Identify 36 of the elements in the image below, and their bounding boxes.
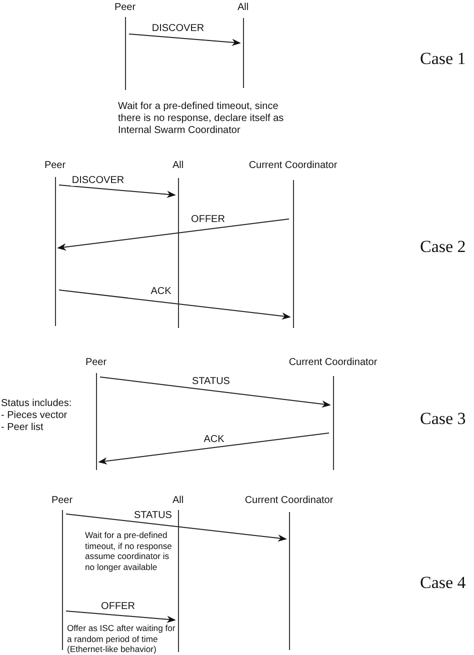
case-label: Case 1 <box>420 53 466 65</box>
edge-label: ACK <box>202 434 226 445</box>
message-arrow <box>128 34 241 46</box>
edge-label: OFFER <box>190 214 226 225</box>
edge-label: DISCOVER <box>70 175 126 186</box>
lifeline-label: Peer <box>114 2 136 14</box>
note-text: Wait for a pre-defined timeout, since there is no response, declare itself as Internal Swarm Coordinator <box>118 101 285 137</box>
case-label: Case 3 <box>420 413 466 425</box>
note-text: Offer as ISC after waiting for a random period of time (Ethernet-like behavior) <box>67 623 176 654</box>
note-text: - Pieces vector <box>1 410 68 422</box>
lifeline-label: Current Coordinator <box>248 160 338 172</box>
lifeline-label: Peer <box>51 495 73 507</box>
edge-label: STATUS <box>191 376 231 387</box>
lifeline-label: Current Coordinator <box>288 357 378 369</box>
note-text: Status includes: <box>1 398 73 410</box>
edge-label: OFFER <box>100 601 136 612</box>
edge-label: STATUS <box>133 510 173 521</box>
message-arrow <box>58 184 176 198</box>
lifeline-label: Peer <box>85 357 107 369</box>
case-label: Case 4 <box>420 577 466 589</box>
case-label: Case 2 <box>420 241 466 253</box>
message-arrow <box>66 514 287 542</box>
lifeline-label: Peer <box>44 160 66 172</box>
message-arrow <box>100 376 331 408</box>
message-arrow <box>98 432 330 465</box>
lifeline-label: All <box>172 160 184 172</box>
lifeline-label: All <box>172 495 184 507</box>
message-arrow <box>57 218 290 251</box>
message-arrow <box>66 610 176 623</box>
lifeline-label: Current Coordinator <box>244 495 334 507</box>
note-text: Wait for a pre-defined timeout, if no response assume coordinator is no longer available <box>85 530 173 572</box>
lifeline-label: All <box>237 2 249 14</box>
edge-label: ACK <box>150 286 172 297</box>
note-text: - Peer list <box>1 422 44 434</box>
edge-label: DISCOVER <box>150 23 206 34</box>
message-arrow <box>58 290 291 320</box>
